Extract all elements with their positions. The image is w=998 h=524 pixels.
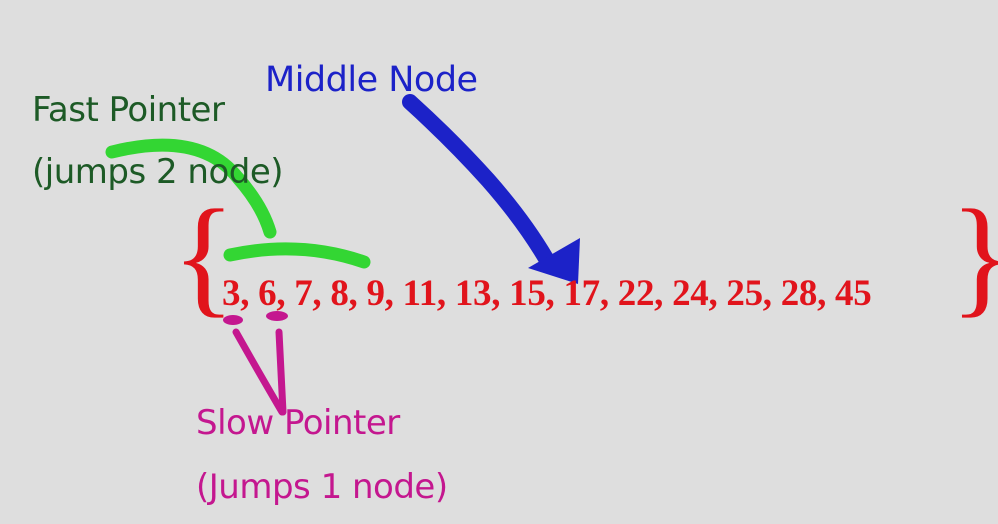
list-separator: ,	[654, 273, 673, 314]
list-open-brace: {	[172, 182, 236, 329]
list-node-value: 13	[454, 273, 492, 314]
linked-list-values: 3, 6, 7, 8, 9, 11, 13, 15, 17, 22, 24, 2…	[222, 272, 872, 315]
list-node-value: 9	[366, 273, 385, 314]
middle-node-arrowhead	[528, 238, 580, 284]
list-separator: ,	[491, 273, 510, 314]
slow-pointer-line-1	[232, 328, 286, 416]
list-node-value: 22	[617, 273, 655, 314]
middle-node-label: Middle Node	[265, 60, 478, 100]
list-node-value: 25	[726, 273, 763, 314]
list-separator: ,	[708, 273, 727, 314]
list-separator: ,	[276, 273, 295, 314]
list-separator: ,	[817, 273, 835, 314]
list-node-value: 7	[294, 273, 313, 314]
list-separator: ,	[599, 273, 618, 314]
list-separator: ,	[545, 273, 564, 314]
list-node-value: 45	[835, 273, 872, 314]
slow-pointer-dot-1	[223, 315, 243, 325]
list-node-value: 24	[672, 273, 709, 314]
list-node-value: 6	[258, 273, 277, 314]
list-separator: ,	[240, 273, 259, 314]
list-node-value: 11	[402, 273, 438, 314]
fast-pointer-label: Fast Pointer	[32, 90, 225, 130]
slow-pointer-dot-2	[266, 311, 288, 321]
list-separator: ,	[384, 273, 403, 314]
slow-pointer-line-2	[275, 328, 287, 416]
list-node-value: 8	[330, 273, 349, 314]
middle-node-arrow-shaft	[402, 94, 556, 270]
list-separator: ,	[312, 273, 331, 314]
list-separator: ,	[762, 273, 781, 314]
list-node-value: 15	[509, 273, 546, 314]
list-node-value: 3	[222, 273, 241, 314]
fast-pointer-subtitle: (jumps 2 node)	[32, 152, 284, 192]
list-close-brace: }	[950, 190, 998, 322]
list-node-value: 28	[780, 273, 818, 314]
slow-pointer-label: Slow Pointer	[196, 403, 400, 443]
slow-pointer-subtitle: (Jumps 1 node)	[196, 467, 448, 507]
list-separator: ,	[348, 273, 367, 314]
list-separator: ,	[436, 273, 455, 314]
fast-pointer-bar	[223, 242, 371, 269]
fast-pointer-curve	[105, 138, 277, 239]
list-node-value: 17	[563, 273, 600, 314]
